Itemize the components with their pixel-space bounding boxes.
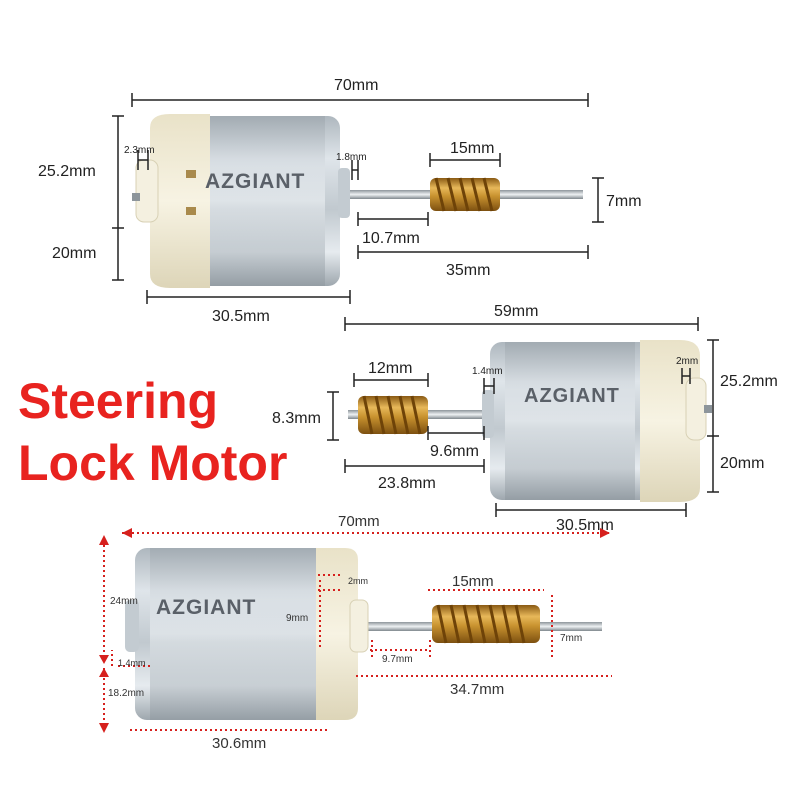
motor-3-dimension-lines (103, 532, 612, 731)
motor-2-shaft-length-label: 23.8mm (378, 475, 436, 492)
motor-1-endcap (150, 114, 210, 288)
motor-3-gear-diameter-label: 7mm (560, 633, 582, 644)
motor-3-tab-label: 2mm (348, 576, 368, 586)
motor-1-dimension-lines (112, 93, 604, 304)
motor-2-height-bottom-label: 20mm (720, 455, 764, 472)
motor-1-overall-label: 70mm (334, 77, 378, 94)
motor-1-tab-label: 2.3mm (124, 145, 155, 156)
motor-3-worm-gear (432, 604, 540, 644)
motor-2-tab-label: 2mm (676, 356, 698, 367)
motor-3-gear-length-label: 15mm (452, 573, 494, 590)
motor-3-boss-height-label: 9mm (286, 613, 308, 624)
motor-1-height-top-label: 25.2mm (38, 163, 96, 180)
motor-3-dimension-arrows (99, 528, 610, 733)
motor-2-gear-diameter-label: 8.3mm (272, 410, 321, 427)
motor-3-height-bottom-label: 18.2mm (108, 688, 144, 699)
motor-1-height-bottom-label: 20mm (52, 245, 96, 262)
motor-3: AZGIANT 70mm 2mm 15mm 24mm 9mm 7mm 1.4m (99, 513, 612, 752)
motor-2-dimension-lines (327, 317, 719, 517)
motor-3-endcap (316, 548, 358, 720)
motor-3-brand: AZGIANT (156, 596, 256, 619)
motor-3-body-length-label: 30.6mm (212, 735, 266, 752)
motor-1-boss-label: 1.8mm (336, 152, 367, 163)
motor-1-gear-offset-label: 10.7mm (362, 230, 420, 247)
title-line-2: Lock Motor (18, 435, 287, 491)
motor-1-brand: AZGIANT (205, 170, 305, 193)
title-line-1: Steering (18, 373, 218, 429)
motor-2-body-length-label: 30.5mm (556, 517, 614, 534)
motor-3-gear-offset-label: 9.7mm (382, 654, 413, 665)
motor-2-worm-gear (358, 395, 428, 435)
motor-2-brand: AZGIANT (524, 385, 620, 407)
motor-1-body-length-label: 30.5mm (212, 308, 270, 325)
motor-2-boss (482, 390, 494, 438)
motor-1-worm-gear (430, 177, 500, 212)
motor-2-endcap (640, 340, 700, 502)
motor-1: AZGIANT 70mm 25.2mm 20mm 2.3mm 1.8mm 15m… (38, 77, 642, 325)
motor-3-boss-label: 1.4mm (118, 658, 146, 668)
motor-2-gear-length-label: 12mm (368, 360, 412, 377)
motor-3-rear-boss (125, 600, 139, 652)
motor-3-shaft-length-label: 34.7mm (450, 681, 504, 698)
motor-2-height-top-label: 25.2mm (720, 373, 778, 390)
motor-3-overall-label: 70mm (338, 513, 380, 530)
motor-1-shaft-length-label: 35mm (446, 262, 490, 279)
motor-1-gear-diameter-label: 7mm (606, 193, 642, 210)
motor-2: AZGIANT 59mm 12mm 1.4mm 2mm 25.2mm 8.3mm… (272, 303, 778, 534)
motor-1-boss (338, 168, 350, 218)
motor-2-gear-offset-label: 9.6mm (430, 443, 479, 460)
motor-2-overall-label: 59mm (494, 303, 538, 320)
motor-1-gear-length-label: 15mm (450, 140, 494, 157)
motor-3-height-top-label: 24mm (110, 596, 138, 607)
motor-2-boss-label: 1.4mm (472, 366, 503, 377)
